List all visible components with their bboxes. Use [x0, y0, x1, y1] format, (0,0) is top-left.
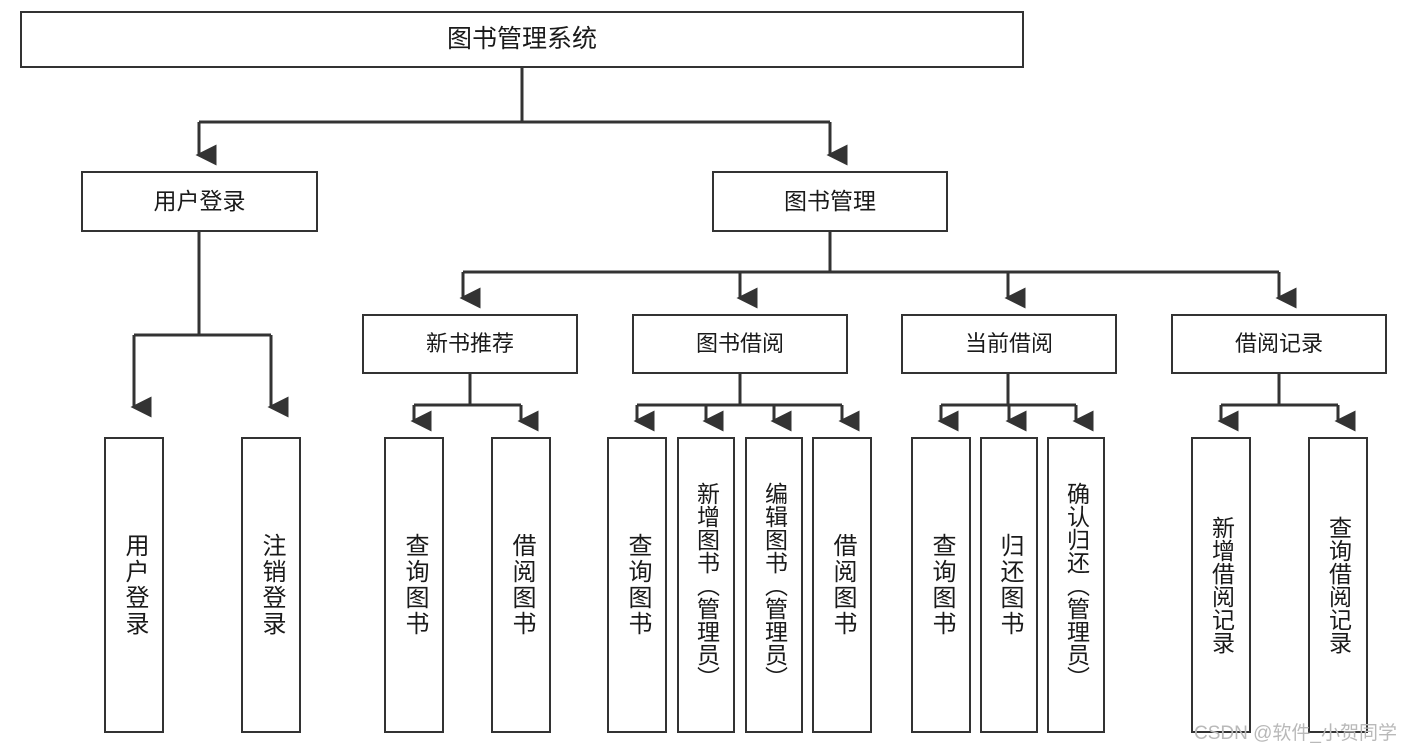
node-label: 查询借阅记录 — [1325, 516, 1352, 654]
node-user-login[interactable]: 用户登录 — [81, 171, 318, 232]
node-label: 图书管理系统 — [446, 25, 597, 54]
node-current-borrowing[interactable]: 当前借阅 — [901, 314, 1117, 374]
node-label: 新增图书（管理员） — [693, 481, 720, 689]
node-root-book-management-system[interactable]: 图书管理系统 — [20, 11, 1024, 68]
node-label: 编辑图书（管理员） — [761, 481, 788, 689]
node-leaf-query-borrowing-record[interactable]: 查询借阅记录 — [1308, 437, 1368, 733]
node-leaf-query-books-recommendation[interactable]: 查询图书 — [384, 437, 444, 733]
node-book-borrowing[interactable]: 图书借阅 — [632, 314, 848, 374]
node-leaf-add-borrowing-record[interactable]: 新增借阅记录 — [1191, 437, 1251, 733]
node-label: 新增借阅记录 — [1208, 516, 1235, 654]
node-leaf-borrow-books[interactable]: 借阅图书 — [812, 437, 872, 733]
node-label: 图书管理 — [784, 188, 876, 215]
node-label: 图书借阅 — [695, 331, 784, 357]
node-label: 新书推荐 — [425, 331, 514, 357]
node-leaf-confirm-return-admin[interactable]: 确认归还（管理员） — [1047, 437, 1105, 733]
node-leaf-edit-book-admin[interactable]: 编辑图书（管理员） — [745, 437, 803, 733]
node-label: 借阅记录 — [1234, 331, 1323, 357]
node-label: 用户登录 — [153, 188, 246, 215]
node-leaf-query-books-borrowing[interactable]: 查询图书 — [607, 437, 667, 733]
node-label: 查询图书 — [401, 533, 428, 637]
node-label: 注销登录 — [258, 533, 285, 637]
node-label: 借阅图书 — [829, 533, 856, 637]
node-leaf-query-books-current[interactable]: 查询图书 — [911, 437, 971, 733]
node-leaf-user-login[interactable]: 用户登录 — [104, 437, 164, 733]
node-label: 用户登录 — [121, 533, 148, 637]
node-leaf-return-books[interactable]: 归还图书 — [980, 437, 1038, 733]
node-label: 查询图书 — [624, 533, 651, 637]
node-label: 借阅图书 — [508, 533, 535, 637]
node-label: 确认归还（管理员） — [1063, 481, 1090, 689]
node-label: 归还图书 — [996, 533, 1023, 637]
node-book-management[interactable]: 图书管理 — [712, 171, 948, 232]
node-label: 当前借阅 — [964, 331, 1053, 357]
node-new-book-recommendation[interactable]: 新书推荐 — [362, 314, 578, 374]
node-leaf-logout[interactable]: 注销登录 — [241, 437, 301, 733]
node-label: 查询图书 — [928, 533, 955, 637]
node-leaf-borrow-books-recommendation[interactable]: 借阅图书 — [491, 437, 551, 733]
node-leaf-add-book-admin[interactable]: 新增图书（管理员） — [677, 437, 735, 733]
node-borrowing-records[interactable]: 借阅记录 — [1171, 314, 1387, 374]
